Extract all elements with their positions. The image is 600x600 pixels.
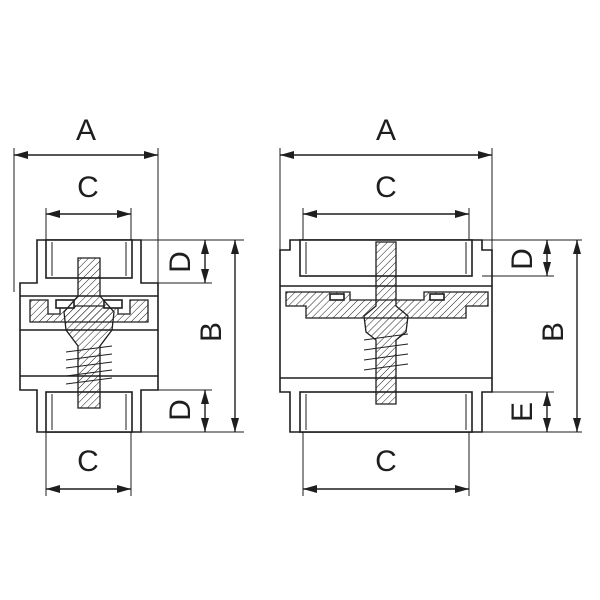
left-valve-spring [65,345,113,385]
right-dim-c-bottom-label: C [375,445,397,478]
right-dim-d-label: D [506,248,539,270]
left-dim-c-top-label: C [77,171,99,204]
left-valve-stem [63,257,115,409]
left-dimensions: A C C D D B [13,114,244,496]
right-valve-spring [363,333,409,371]
left-dim-c-bottom-label: C [77,445,99,478]
right-dim-b-label: B [537,322,570,342]
right-valve-drawing [279,239,493,433]
right-dimensions: A C C D E B [279,114,582,496]
left-valve-drawing [19,239,159,433]
right-dim-a-label: A [376,114,396,147]
right-dim-c-top-label: C [375,171,397,204]
left-dim-a-label: A [76,114,96,147]
right-dim-e-label: E [506,402,539,422]
left-dim-b-label: B [195,322,228,342]
right-valve-stem [363,241,409,405]
left-dim-d-top-label: D [164,251,197,273]
left-dim-d-bottom-label: D [164,399,197,421]
